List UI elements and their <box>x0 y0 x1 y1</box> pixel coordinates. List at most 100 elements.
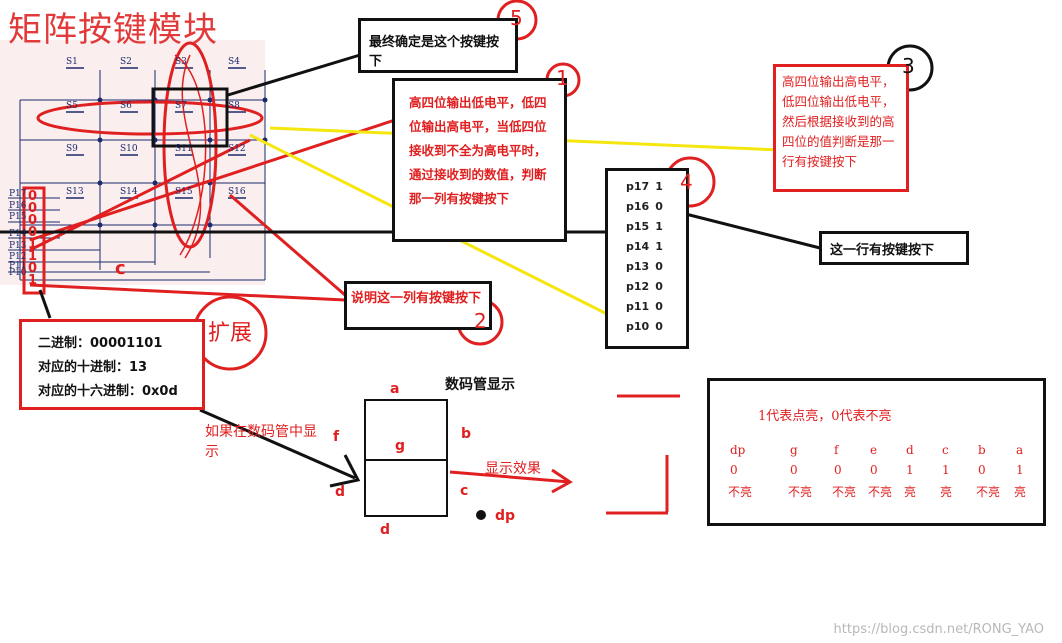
connector-to-note2-b <box>29 283 346 302</box>
truth-state-cell: 不亮 <box>728 485 753 499</box>
row-highlight-ellipse <box>36 100 264 136</box>
switch-label: S10 <box>120 144 138 154</box>
truth-value-cell: 1 <box>1016 463 1024 477</box>
binary-line: 二进制：00001101 <box>38 336 163 351</box>
binary-conversion-box: 二进制：00001101 对应的十进制：13 对应的十六进制：0x0d <box>19 319 205 410</box>
column-bit: 0 <box>28 201 38 216</box>
truth-header-cell: e <box>870 443 878 457</box>
arrow-head-effect <box>551 468 573 494</box>
port-name: p10 <box>626 320 650 333</box>
stray-c-label: c <box>115 258 126 279</box>
expand-label: 扩展 <box>208 321 253 346</box>
schematic-background <box>0 40 265 285</box>
switch-label: S16 <box>228 187 246 197</box>
circle-number-3: 3 <box>902 54 915 78</box>
segment-title: 数码管显示 <box>445 377 515 393</box>
truth-header-cell: c <box>942 443 949 457</box>
segment-label-d-left: d <box>335 484 346 500</box>
switch-label: S3 <box>175 57 187 67</box>
pin-label: P13 <box>9 241 27 251</box>
column-bit: 1 <box>28 237 38 252</box>
port-name: p13 <box>626 260 650 273</box>
truth-header-cell: f <box>834 443 839 457</box>
port-name: p15 <box>626 220 650 233</box>
port-row: p17 1 <box>626 177 686 197</box>
truth-state-cell: 亮 <box>1014 485 1027 499</box>
connector-to-note5 <box>227 53 361 97</box>
truth-state-cell: 不亮 <box>832 485 857 499</box>
port-value: 0 <box>655 300 663 313</box>
switch-label: S9 <box>66 144 78 154</box>
port-value: 0 <box>655 280 663 293</box>
connector-to-binary <box>38 289 52 319</box>
circle-number-5: 5 <box>510 6 523 30</box>
note-final-key-text: 最终确定是这个按键按下 <box>369 35 500 69</box>
switch-label: S2 <box>120 57 132 67</box>
arrow-to-segment <box>199 408 356 480</box>
connector-to-note2-a <box>229 193 346 297</box>
truth-state-cell: 亮 <box>904 485 917 499</box>
segment-label-a: a <box>390 381 400 397</box>
truth-table-title: 1代表点亮，0代表不亮 <box>758 409 892 424</box>
column-bit: 1 <box>28 273 38 288</box>
arrow-head-segment <box>329 454 361 488</box>
column-bit: 0 <box>28 225 38 240</box>
note-column-detect: 高四位输出低电平，低四位输出高电平，当低四位接收到不全为高电平时，通过接收到的数… <box>392 78 567 242</box>
note-row-pressed-text: 这一行有按键按下 <box>830 243 935 258</box>
pin-label: P15 <box>9 212 27 222</box>
port-name: p17 <box>626 180 650 193</box>
truth-value-cell: 0 <box>730 463 738 477</box>
note-row-detect: 高四位输出高电平，低四位输出低电平，然后根据接收到的高四位的值判断是那一行有按键… <box>773 64 909 192</box>
segment-dp-dot <box>476 510 486 520</box>
segment-label-d-bottom: d <box>380 522 391 538</box>
switch-label: S12 <box>228 144 246 154</box>
circle-number-2: 2 <box>474 309 487 333</box>
column-bit: 0 <box>28 213 38 228</box>
port-name: p16 <box>626 200 650 213</box>
pin-label: P17 <box>9 189 27 199</box>
truth-value-cell: 0 <box>790 463 798 477</box>
switch-label: S13 <box>66 187 84 197</box>
port-value: 1 <box>655 220 663 233</box>
switch-label: S6 <box>120 101 132 111</box>
switch-label: S1 <box>66 57 78 67</box>
arrow-effect <box>449 470 571 484</box>
truth-state-cell: 不亮 <box>868 485 893 499</box>
segment-digit-outline <box>364 399 448 517</box>
switch-label: S15 <box>175 187 193 197</box>
port-value: 1 <box>655 180 663 193</box>
segment-label-b: b <box>461 426 472 442</box>
truth-header-cell: b <box>978 443 986 457</box>
truth-value-cell: 1 <box>906 463 914 477</box>
port-name: p11 <box>626 300 650 313</box>
segment-label-c: c <box>460 483 469 499</box>
port-row: p12 0 <box>626 277 686 297</box>
truth-header-cell: d <box>906 443 914 457</box>
column-bits-box <box>22 186 46 295</box>
truth-header-cell: g <box>790 443 798 457</box>
pin-label: P11 <box>9 261 27 271</box>
port-row: p11 0 <box>626 297 686 317</box>
pin-label: P16 <box>9 201 27 211</box>
hex-line: 对应的十六进制：0x0d <box>38 384 178 399</box>
decimal-line: 对应的十进制：13 <box>38 360 148 375</box>
port-name: p12 <box>626 280 650 293</box>
display-effect-label: 显示效果 <box>485 461 541 477</box>
port-row: p15 1 <box>626 217 686 237</box>
column-bit: 0 <box>28 261 38 276</box>
truth-value-cell: 0 <box>870 463 878 477</box>
switch-label: S7 <box>175 101 187 111</box>
switch-contacts <box>66 67 246 199</box>
circle-number-1: 1 <box>556 66 569 90</box>
switch-label: S8 <box>228 101 240 111</box>
segment-display-note: 如果在数码管中显示 <box>205 424 317 460</box>
switch-label: S5 <box>66 101 78 111</box>
truth-header-cell: a <box>1016 443 1024 457</box>
pin-label: P10 <box>9 268 27 278</box>
truth-state-cell: 不亮 <box>976 485 1001 499</box>
pin-label: P12 <box>9 252 27 262</box>
segment-label-g: g <box>395 438 406 454</box>
